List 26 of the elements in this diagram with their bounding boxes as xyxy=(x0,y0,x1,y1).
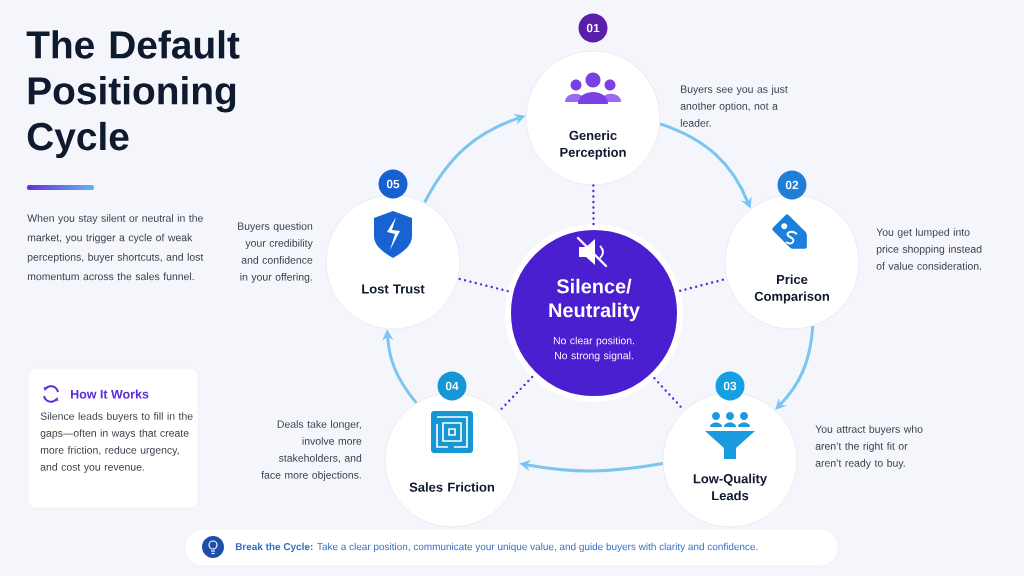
step-label: Low-Quality Leads xyxy=(693,473,767,501)
description-text: Buyers see you as just another option, not a leader. xyxy=(680,85,788,127)
hub-heading: Silence/ Neutrality xyxy=(549,278,640,322)
intro-paragraph: When you stay silent or neutral in the market, you trigger a cycle of weak perceptions, buyer shortcuts, and lost momentum across the sales funnel. xyxy=(27,214,204,281)
number-badge: 03 xyxy=(715,371,745,401)
arrow xyxy=(775,325,815,410)
card-text: Silence leads buyers to fill in the gaps—often in ways that create more friction, reduce urgency, and cost you revenue. xyxy=(40,412,193,473)
step-label: Sales Friction xyxy=(409,482,494,492)
number-badge: 02 xyxy=(777,170,807,200)
description-text: You get lumped into price shopping instead of value consideration. xyxy=(876,228,982,270)
dotted-connector xyxy=(497,375,534,413)
step-label: Price Comparison xyxy=(754,274,829,304)
description-text: Buyers question your credibility and confidence in your offering. xyxy=(238,222,313,283)
number-badge: 01 xyxy=(578,13,608,43)
dotted-connector xyxy=(592,184,595,226)
hub-subtitle: No clear position. No strong signal. xyxy=(553,336,634,362)
tip-text: Break the Cycle: Take a clear position, communicate your unique value, and guide buyers with clarity and confidence. xyxy=(235,542,758,553)
number-badge: 04 xyxy=(437,371,467,401)
step-label: Generic Perception xyxy=(560,130,626,160)
description-text: Deals take longer, involve more stakeholders, and face more objections. xyxy=(261,420,362,481)
title: The Default Positioning Cycle xyxy=(26,30,240,159)
number-badge: 05 xyxy=(378,169,408,199)
step-label: Lost Trust xyxy=(362,284,425,294)
description-text: You attract buyers who aren’t the right fit or aren’t ready to buy. xyxy=(815,425,923,469)
dotted-connector xyxy=(457,277,509,293)
card-heading: How It Works xyxy=(71,389,149,399)
